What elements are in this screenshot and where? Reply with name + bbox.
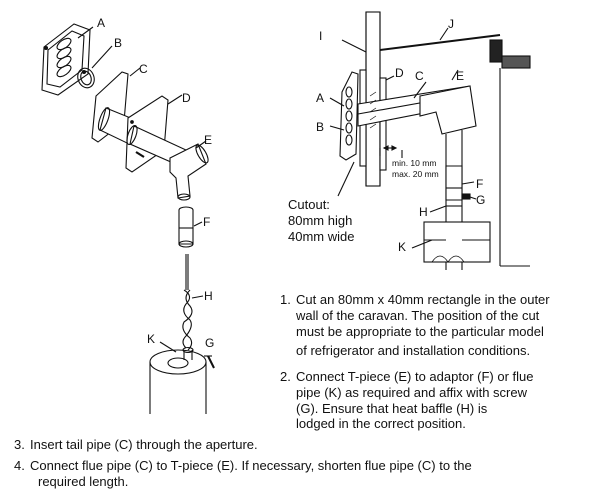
step-number: 3.: [14, 437, 25, 452]
cutout-note: Cutout: 80mm high 40mm wide: [288, 197, 354, 245]
flue-pipe-k: [149, 346, 207, 414]
label-k: K: [147, 332, 155, 346]
label-h-right: H: [419, 205, 428, 219]
step-text: lodged in the correct position.: [296, 416, 466, 432]
cutout-height: 80mm high: [288, 213, 353, 228]
label-a-right: A: [316, 91, 324, 105]
cutout-title: Cutout:: [288, 197, 330, 212]
step-text: (G). Ensure that heat baffle (H) is: [296, 400, 488, 416]
heat-baffle-h: [182, 254, 193, 351]
step-text: Cut an 80mm x 40mm rectangle in the oute…: [296, 292, 550, 307]
step-number: 4.: [14, 458, 25, 473]
label-f-right: F: [476, 177, 483, 191]
label-c-right: C: [415, 69, 424, 83]
label-a: A: [97, 16, 105, 30]
label-h: H: [204, 289, 213, 303]
step-4: 4. Connect flue pipe (C) to T-piece (E). …: [14, 458, 472, 490]
step-3: 3. Insert tail pipe (C) through the apert…: [14, 437, 258, 453]
step-text: wall of the caravan. The position of the…: [296, 307, 540, 323]
label-g: G: [205, 336, 214, 350]
screw-g: [204, 355, 215, 369]
dimension-min: min. 10 mm: [392, 158, 436, 168]
label-k-right: K: [398, 240, 406, 254]
step-number: 1.: [280, 292, 291, 307]
label-d: D: [182, 91, 191, 105]
grille-a-installed: [339, 71, 359, 161]
installed-view: [329, 11, 531, 270]
step-text: Insert tail pipe (C) through the apertur…: [30, 437, 258, 452]
t-piece-e: [169, 143, 209, 201]
step-text: Connect T-piece (E) to adaptor (F) or fl…: [296, 369, 534, 384]
label-c: C: [139, 62, 148, 76]
ring-b: [77, 67, 95, 89]
label-g-right: G: [476, 193, 485, 207]
step-text: required length.: [38, 473, 129, 489]
dimension-max: max. 20 mm: [392, 169, 439, 179]
adaptor-f: [178, 206, 194, 248]
exploded-view: [41, 23, 215, 414]
label-e-right: E: [456, 69, 464, 83]
label-i-right: I: [319, 29, 322, 43]
step-text: of refrigerator and installation conditi…: [296, 343, 531, 359]
label-b-right: B: [316, 120, 324, 134]
step-2: 2. Connect T-piece (E) to adaptor (F) or …: [280, 369, 533, 432]
cutout-width: 40mm wide: [288, 229, 355, 244]
label-j-right: J: [448, 17, 454, 31]
step-number: 2.: [280, 369, 291, 384]
step-text: pipe (K) as required and affix with scre…: [296, 384, 527, 400]
label-b: B: [114, 36, 122, 50]
step-text: must be appropriate to the particular mo…: [296, 323, 544, 339]
label-d-right: D: [395, 66, 404, 80]
label-e: E: [204, 133, 212, 147]
step-1: 1. Cut an 80mm x 40mm rectangle in the ou…: [280, 292, 550, 359]
label-f: F: [203, 215, 210, 229]
step-text: Connect flue pipe (C) to T-piece (E). If…: [30, 458, 472, 473]
